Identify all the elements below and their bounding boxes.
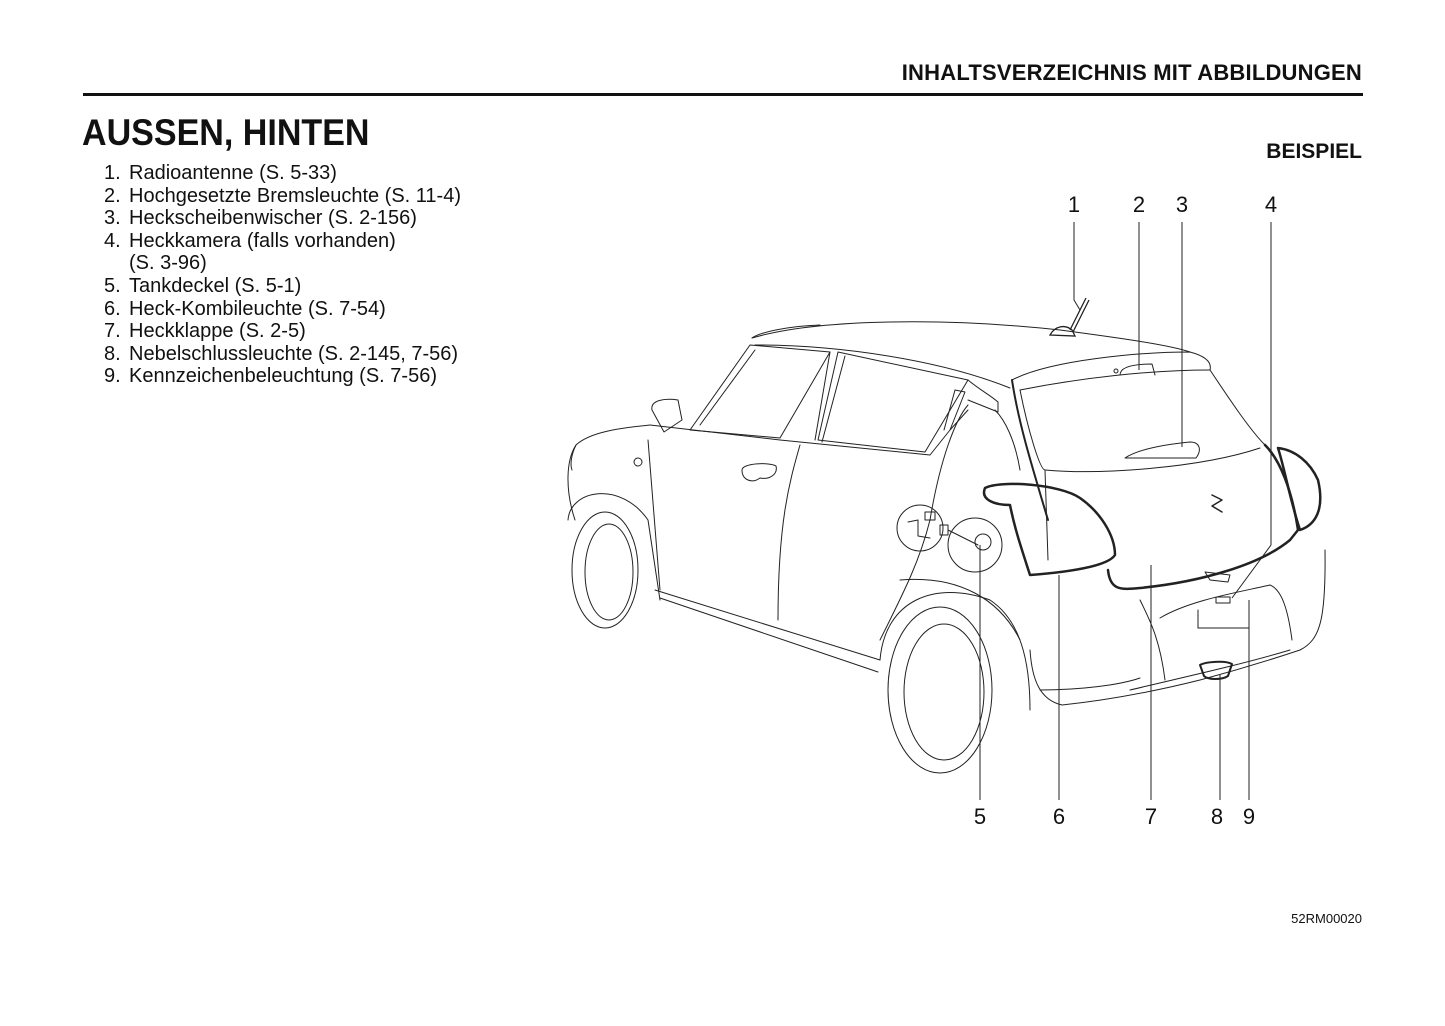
list-item: 1.Radioantenne (S. 5-33) xyxy=(104,162,337,184)
callout-9: 9 xyxy=(1243,804,1255,829)
callout-7: 7 xyxy=(1145,804,1157,829)
callout-4: 4 xyxy=(1265,192,1277,217)
list-item-continuation: (S. 3-96) xyxy=(129,252,207,275)
figure-code: 52RM00020 xyxy=(1291,911,1362,926)
list-item: 7.Heckklappe (S. 2-5) xyxy=(104,320,306,343)
parts-list: 1.Radioantenne (S. 5-33) 2.Hochgesetzte … xyxy=(104,162,461,388)
callout-3: 3 xyxy=(1176,192,1188,217)
list-item: 4.Heckkamera (falls vorhanden) xyxy=(104,229,396,252)
list-item: 9.Kennzeichenbeleuchtung (S. 7-56) xyxy=(104,365,437,388)
callout-2: 2 xyxy=(1133,192,1145,217)
list-item: 5.Tankdeckel (S. 5-1) xyxy=(104,274,302,297)
callout-8: 8 xyxy=(1211,804,1223,829)
section-header: INHALTSVERZEICHNIS MIT ABBILDUNGEN xyxy=(901,60,1362,85)
example-label: BEISPIEL xyxy=(1266,140,1362,163)
callout-labels: 1 2 3 4 5 6 7 8 9 xyxy=(974,192,1277,829)
list-item: 2.Hochgesetzte Bremsleuchte (S. 11-4) xyxy=(104,184,462,207)
page-title: AUSSEN, HINTEN xyxy=(82,112,370,153)
list-item: 3.Heckscheibenwischer (S. 2-156) xyxy=(104,207,417,230)
leader-lines xyxy=(979,222,1272,800)
antenna-icon xyxy=(1048,297,1090,337)
list-item: 8.Nebelschlussleuchte (S. 2-145, 7-56) xyxy=(104,342,459,365)
callout-1: 1 xyxy=(1068,192,1080,217)
callout-5: 5 xyxy=(974,804,986,829)
list-item: 6.Heck-Kombileuchte (S. 7-54) xyxy=(104,297,386,320)
callout-6: 6 xyxy=(1053,804,1065,829)
header-rule xyxy=(83,93,1363,96)
car-outline xyxy=(567,321,1326,774)
